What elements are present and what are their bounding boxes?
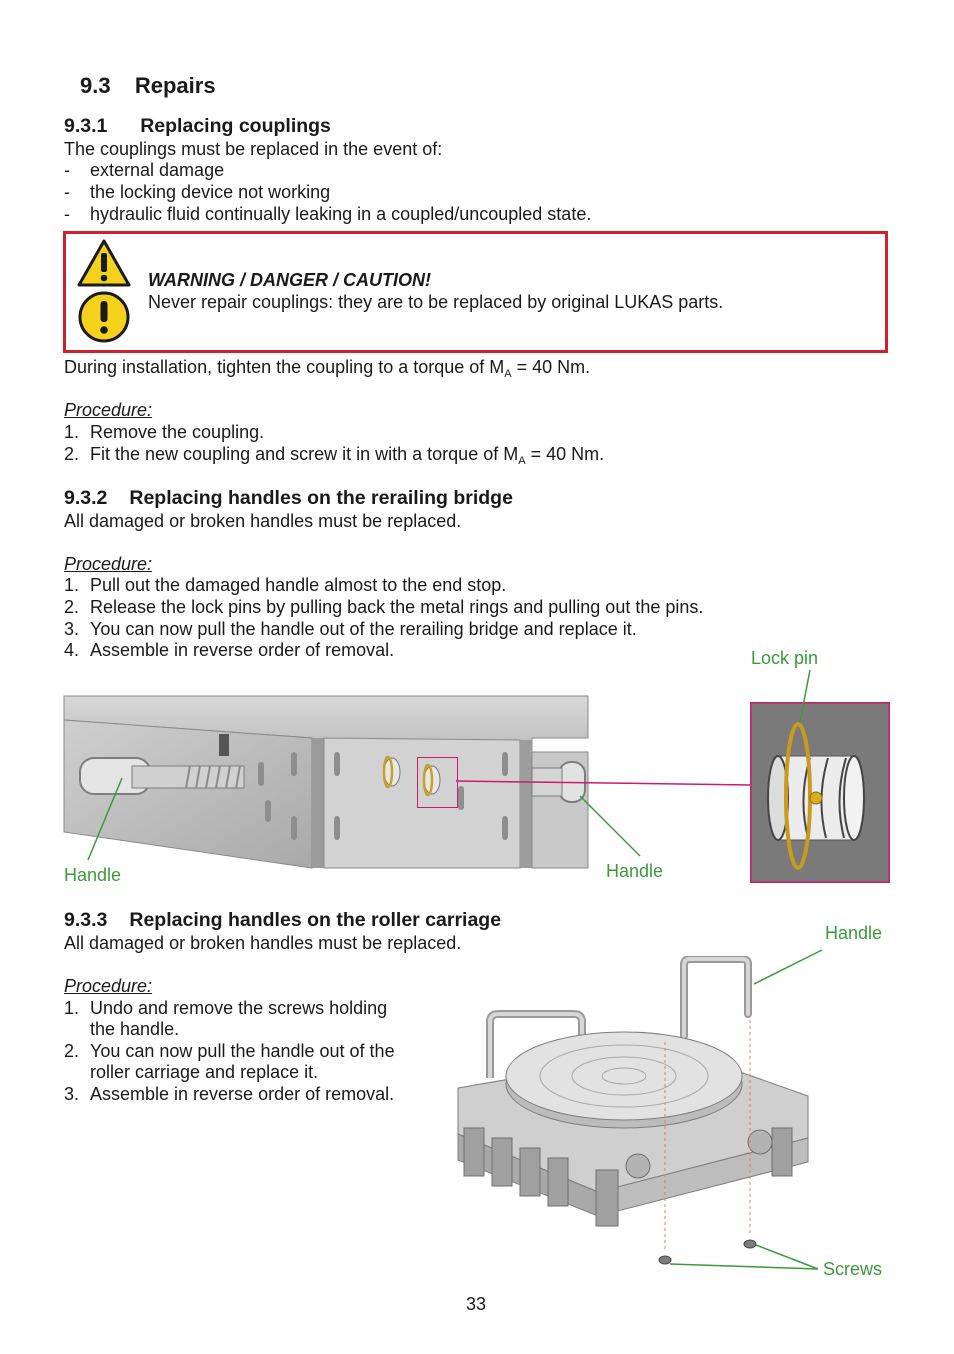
procedure-label: Procedure: xyxy=(64,976,153,996)
lock-pin-detail-image xyxy=(750,702,890,883)
lock-pin-highlight xyxy=(417,757,458,808)
label-screws: Screws xyxy=(823,1259,883,1279)
procedure-step: 1.Remove the coupling. xyxy=(64,422,265,442)
warning-title: WARNING / DANGER / CAUTION! xyxy=(148,270,431,290)
carriage-intro: All damaged or broken handles must be re… xyxy=(64,933,462,953)
label-handle-left: Handle xyxy=(64,865,122,885)
procedure-step-cont: roller carriage and replace it. xyxy=(90,1062,319,1082)
procedure-step: 4.Assemble in reverse order of removal. xyxy=(64,640,395,660)
procedure-step: 3.Assemble in reverse order of removal. xyxy=(64,1084,395,1104)
lock-pin-leader xyxy=(799,669,811,723)
callout-line xyxy=(456,780,752,786)
procedure-step: 3.You can now pull the handle out of the… xyxy=(64,619,637,639)
screws-leader xyxy=(669,1244,819,1270)
procedure-step: 2.Release the lock pins by pulling back … xyxy=(64,597,704,617)
warning-triangle-icon xyxy=(77,239,131,287)
label-carriage-handle: Handle xyxy=(825,923,883,943)
subsection-heading-couplings: 9.3.1 Replacing couplings xyxy=(64,115,331,138)
procedure-step: 2.You can now pull the handle out of the xyxy=(64,1041,395,1061)
procedure-step: 2.Fit the new coupling and screw it in w… xyxy=(64,444,605,467)
procedure-label: Procedure: xyxy=(64,400,153,420)
label-handle-right: Handle xyxy=(606,861,664,881)
bullet-item: -external damage xyxy=(64,160,225,180)
rerailing-bridge-illustration xyxy=(63,695,589,869)
section-title: Repairs xyxy=(134,73,216,98)
label-lock-pin: Lock pin xyxy=(751,648,819,668)
warning-text: Never repair couplings: they are to be r… xyxy=(148,292,724,312)
roller-carriage-illustration xyxy=(457,956,809,1265)
procedure-step-cont: the handle. xyxy=(90,1019,180,1039)
warning-box xyxy=(63,231,888,353)
procedure-step: 1.Undo and remove the screws holding xyxy=(64,998,388,1018)
couplings-intro: The couplings must be replaced in the ev… xyxy=(64,139,443,159)
page-number: 33 xyxy=(466,1294,487,1314)
bridge-intro: All damaged or broken handles must be re… xyxy=(64,511,462,531)
bullet-item: -the locking device not working xyxy=(64,182,331,202)
bullet-item: -hydraulic fluid continually leaking in … xyxy=(64,204,592,224)
handle-right-leader xyxy=(579,795,641,857)
warning-icons xyxy=(77,239,131,343)
section-heading: 9.3 Repairs xyxy=(80,73,216,99)
procedure-step: 1.Pull out the damaged handle almost to … xyxy=(64,575,507,595)
caution-circle-icon xyxy=(78,291,130,343)
carriage-handle-leader xyxy=(753,949,823,985)
procedure-label: Procedure: xyxy=(64,554,153,574)
section-number: 9.3 xyxy=(80,73,111,98)
subsection-number: 9.3.1 xyxy=(64,115,108,137)
torque-instruction: During installation, tighten the couplin… xyxy=(64,357,591,380)
subsection-title: Replacing couplings xyxy=(140,115,331,137)
handle-left-leader xyxy=(87,777,123,861)
